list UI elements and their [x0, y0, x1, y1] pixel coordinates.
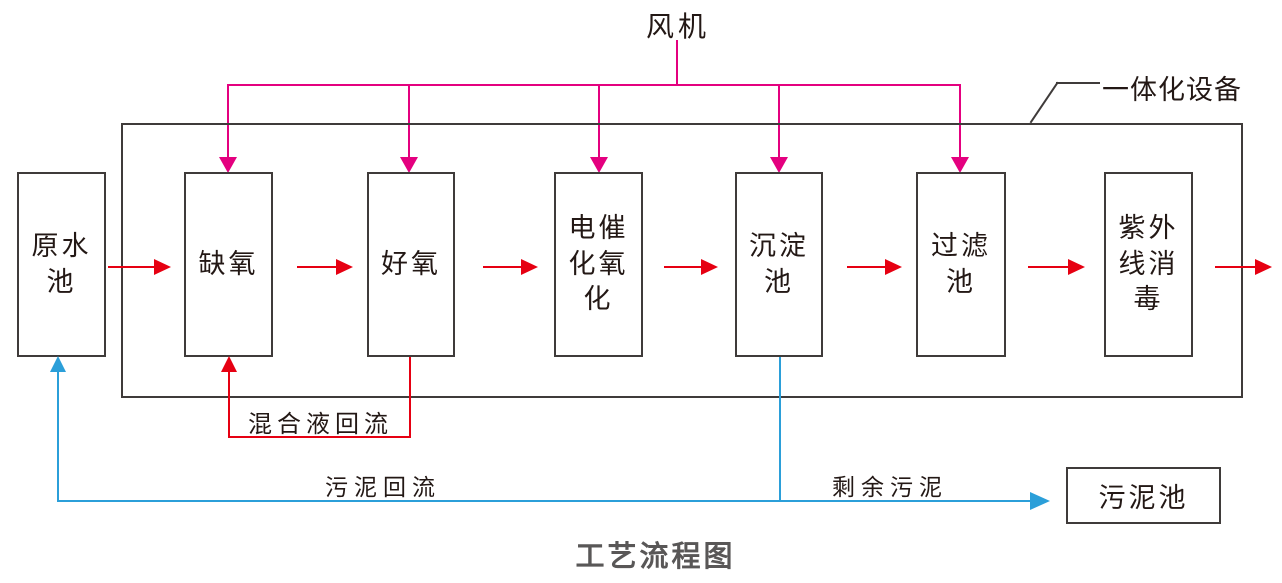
diagram-title: 工艺流程图 — [575, 541, 736, 573]
arrowhead-right-icon — [1068, 259, 1085, 275]
air-drop-line-sedimentation — [778, 84, 780, 158]
flow-line — [664, 266, 701, 268]
mixed-liquor-return-label: 混合液回流 — [248, 411, 393, 438]
air-drop-line-electrocatalytic — [598, 84, 600, 158]
process-box-sludge-tank: 污泥池 — [1066, 467, 1221, 524]
air-drop-line-anoxic — [227, 84, 229, 158]
flow-line — [847, 266, 885, 268]
arrowhead-right-icon — [521, 259, 538, 275]
arrowhead-right-icon — [154, 259, 171, 275]
flow-line — [1028, 266, 1068, 268]
process-box-uv-disinfection: 紫外线消毒 — [1104, 172, 1193, 357]
fan-label: 风机 — [645, 11, 710, 42]
arrowhead-right-icon — [885, 259, 902, 275]
mixed-liquor-return-line-down — [409, 357, 411, 437]
mixed-liquor-return-line — [228, 436, 411, 438]
integrated-unit-label: 一体化设备 — [1102, 75, 1242, 105]
integrated-unit-outline — [121, 123, 1243, 398]
process-box-electrocatalytic-oxidation: 电催化氧化 — [554, 172, 643, 357]
leader-line — [1056, 82, 1100, 84]
flow-line — [483, 266, 521, 268]
mixed-liquor-return-line-up — [228, 371, 230, 437]
air-drop-line-aerobic — [408, 84, 410, 158]
arrowhead-right-icon — [1030, 492, 1050, 510]
arrowhead-right-icon — [336, 259, 353, 275]
flow-line — [108, 266, 154, 268]
arrowhead-down-icon — [770, 157, 788, 173]
arrowhead-down-icon — [400, 157, 418, 173]
air-supply-header-line — [227, 84, 961, 86]
flow-line-outlet — [1215, 266, 1255, 268]
fan-connector-line — [676, 40, 678, 85]
process-box-aerobic-tank: 好氧 — [367, 172, 455, 357]
sludge-return-line-up — [57, 371, 59, 501]
sludge-drain-line — [779, 357, 781, 501]
air-drop-line-filter — [959, 84, 961, 158]
arrowhead-down-icon — [590, 157, 608, 173]
process-box-anoxic-tank: 缺氧 — [184, 172, 273, 357]
arrowhead-right-icon — [1255, 259, 1272, 275]
leader-line-slash — [1029, 81, 1059, 124]
process-box-sedimentation-tank: 沉淀池 — [735, 172, 823, 357]
process-box-filter-tank: 过滤池 — [916, 172, 1006, 357]
sludge-main-line — [57, 500, 1030, 502]
arrowhead-right-icon — [701, 259, 718, 275]
flow-line — [297, 266, 336, 268]
arrowhead-up-icon — [50, 356, 66, 372]
surplus-sludge-label: 剩余污泥 — [832, 474, 948, 500]
sludge-return-label: 污泥回流 — [325, 474, 441, 500]
process-box-raw-water-tank: 原水池 — [17, 172, 106, 357]
arrowhead-up-icon — [221, 356, 237, 372]
arrowhead-down-icon — [951, 157, 969, 173]
arrowhead-down-icon — [219, 157, 237, 173]
